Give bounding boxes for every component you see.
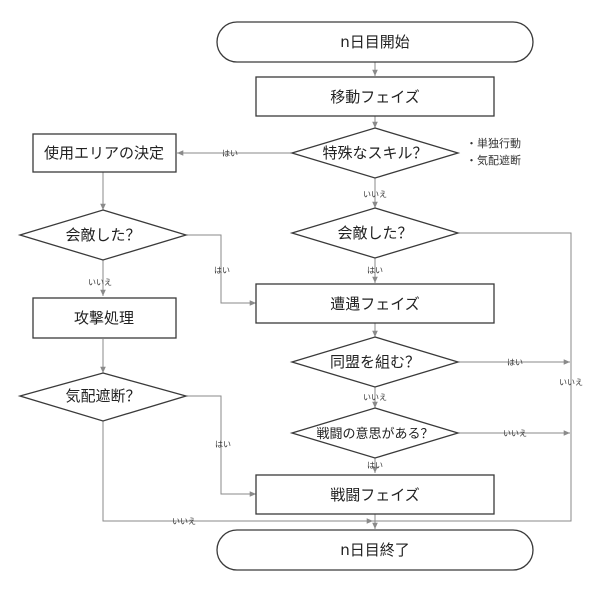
label-alliance-no: いいえ: [363, 393, 387, 402]
node-area-decision-label: 使用エリアの決定: [44, 144, 164, 162]
node-battle-phase: 戦闘フェイズ: [255, 474, 495, 515]
edge-presence-no-to-end: [102, 421, 373, 524]
node-special-skill: 特殊なスキル？: [289, 127, 461, 179]
label-meet-left-yes: はい: [214, 266, 230, 275]
node-alliance: 同盟を組む？: [289, 336, 461, 388]
node-meet-left: 会敵した？: [17, 209, 189, 261]
label-alliance-yes: はい: [507, 358, 523, 367]
node-move-phase: 移動フェイズ: [255, 76, 495, 117]
node-battle-intent-label: 戦闘の意思がある？: [316, 426, 433, 442]
label-skill-yes: はい: [222, 149, 238, 158]
node-area-decision: 使用エリアの決定: [32, 133, 177, 173]
node-presence-block-label: 気配遮断？: [65, 387, 140, 405]
node-encounter-phase: 遭遇フェイズ: [255, 283, 495, 324]
node-meet-right-label: 会敵した？: [337, 224, 412, 242]
node-special-skill-label: 特殊なスキル？: [322, 144, 427, 162]
edge-meet-left-yes-to-encounter: [186, 234, 256, 306]
label-skill-no: いいえ: [363, 190, 387, 199]
label-intent-yes: はい: [367, 461, 383, 470]
skill-note-solo: ・単独行動: [466, 136, 521, 150]
node-day-end: n日目終了: [216, 529, 534, 571]
node-day-start: n日目開始: [216, 21, 534, 63]
node-attack-label: 攻撃処理: [74, 309, 134, 327]
label-presence-no: いいえ: [172, 517, 196, 526]
edge-meet-right-no-to-end: [373, 232, 572, 522]
node-meet-right: 会敵した？: [289, 207, 461, 259]
label-rail-no: いいえ: [559, 378, 583, 387]
node-presence-block: 気配遮断？: [17, 372, 189, 422]
node-battle-phase-label: 戦闘フェイズ: [330, 486, 420, 504]
node-move-phase-label: 移動フェイズ: [330, 88, 420, 106]
edges: [100, 62, 572, 529]
node-day-end-label: n日目終了: [340, 541, 410, 559]
edge-labels: はい いいえ いいえ はい はい はい いいえ いいえ はい はい いいえ いい…: [88, 149, 583, 526]
label-meet-left-no: いいえ: [88, 278, 112, 287]
node-attack: 攻撃処理: [32, 297, 177, 339]
label-meet-right-yes: はい: [367, 266, 383, 275]
node-alliance-label: 同盟を組む？: [330, 353, 420, 371]
label-intent-no: いいえ: [503, 429, 527, 438]
node-day-start-label: n日目開始: [340, 33, 410, 51]
skill-note-presence: ・気配遮断: [466, 153, 521, 167]
node-encounter-phase-label: 遭遇フェイズ: [330, 295, 420, 313]
node-battle-intent: 戦闘の意思がある？: [289, 407, 461, 459]
label-presence-yes: はい: [215, 440, 231, 449]
edge-presence-yes-to-battle: [186, 395, 256, 497]
node-meet-left-label: 会敵した？: [65, 226, 140, 244]
